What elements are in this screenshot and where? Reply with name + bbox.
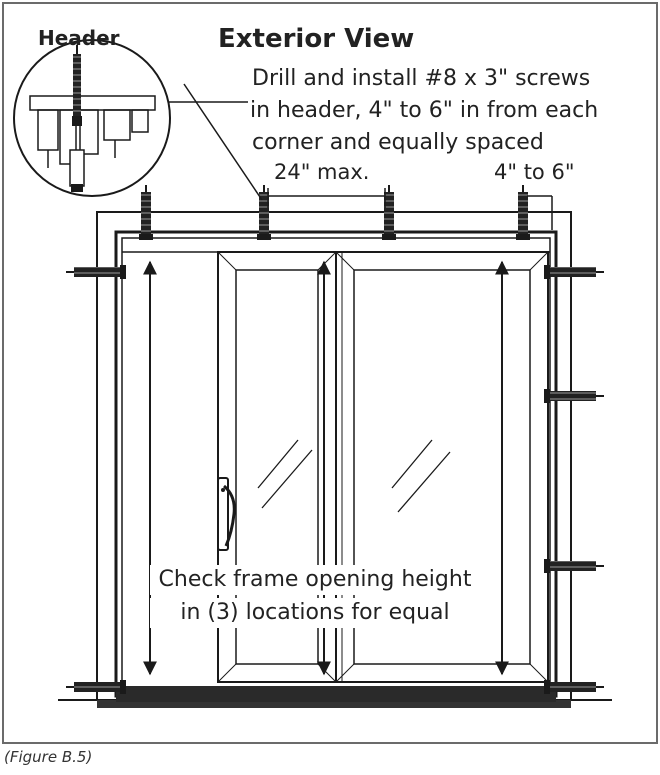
diagram-title: Exterior View: [218, 24, 415, 54]
dim-max-label: 24" max.: [272, 160, 372, 184]
door-handle-icon: [217, 477, 236, 551]
screw-icon: [544, 680, 604, 694]
leader-lines: [158, 83, 263, 201]
figure-caption: (Figure B.5): [4, 748, 93, 766]
screw-icon: [73, 54, 81, 116]
check-line-1: Check frame opening height: [150, 565, 480, 595]
check-line-2: in (3) locations for equal: [150, 598, 480, 628]
figure-border: [2, 2, 658, 744]
screw-icon: [139, 185, 153, 240]
screw-icon: [66, 680, 126, 694]
screw-icon: [516, 185, 530, 240]
glass-reflection-icon: [257, 439, 451, 513]
instruction-line-3: corner and equally spaced: [252, 130, 544, 155]
screw-icon: [382, 185, 396, 240]
right-door-panel: [335, 251, 549, 683]
side-screws: [66, 265, 604, 694]
instruction-line-1: Drill and install #8 x 3" screws: [252, 66, 591, 91]
screw-icon: [66, 265, 126, 279]
right-glass: [353, 269, 531, 665]
screw-icon: [544, 265, 604, 279]
screw-icon: [257, 185, 271, 240]
header-label: Header: [38, 26, 120, 50]
screw-icon: [544, 559, 604, 573]
header-screws: [139, 185, 530, 240]
frame-sill: [116, 686, 556, 702]
screw-icon: [544, 389, 604, 403]
header-detail-callout: [13, 39, 171, 197]
dim-corner-label: 4" to 6": [492, 160, 577, 184]
floor-sill: [97, 700, 571, 708]
instruction-line-2: in header, 4" to 6" in from each: [250, 98, 599, 123]
dimension-lines: [267, 188, 553, 230]
